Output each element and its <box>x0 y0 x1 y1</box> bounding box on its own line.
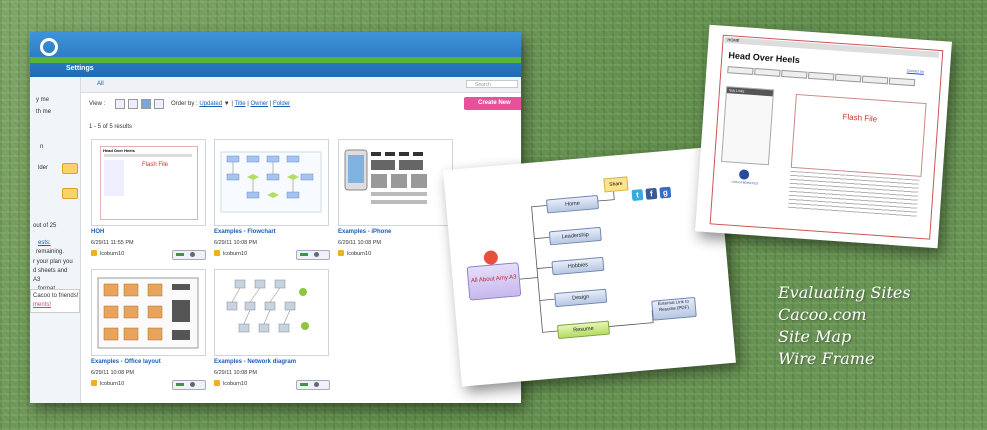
twitter-icon[interactable]: t <box>631 189 644 202</box>
item-date: 6/29/11 10:08 PM <box>91 370 135 376</box>
item-owner: lcoburn10 <box>214 250 247 257</box>
create-new-button[interactable]: Create New <box>464 97 521 110</box>
view-label: View : <box>89 101 106 107</box>
sidebar-text: A3 <box>33 277 41 283</box>
item-title[interactable]: Examples - Flowchart <box>214 229 276 235</box>
sub-links-header: Sub Links <box>726 87 774 97</box>
caption: Evaluating Sites Cacoo.com Site Map Wire… <box>778 282 911 370</box>
item-date: 6/29/11 11:55 PM <box>91 240 134 246</box>
diagram-thumbnail[interactable] <box>214 269 329 356</box>
facebook-icon[interactable]: f <box>645 187 658 200</box>
preview-flash: Flash File <box>142 162 169 168</box>
diagram-thumbnail[interactable] <box>214 139 329 226</box>
item-title[interactable]: Examples - Network diagram <box>214 359 297 365</box>
order-by-label: Order by : <box>171 101 198 107</box>
add-icon[interactable] <box>62 188 78 199</box>
preview-sidebar <box>104 160 124 196</box>
wireframe-card: HOME Head Over Heels Contact Us Sub Link… <box>695 24 952 249</box>
sidebar-text[interactable]: th me <box>36 109 52 115</box>
order-folder-link[interactable]: Folder <box>273 101 291 107</box>
item-title[interactable]: Examples - iPhone <box>338 229 392 235</box>
network-diagram-preview <box>226 279 309 333</box>
diagram-thumbnail[interactable] <box>91 269 206 356</box>
item-title[interactable]: Examples - Office layout <box>91 359 161 365</box>
item-owner: lcoburn10 <box>338 250 371 257</box>
item-actions[interactable] <box>296 250 330 260</box>
sidebar-text: out of 25 <box>33 223 57 229</box>
thumbnail-view-icon[interactable] <box>141 99 151 109</box>
flowchart-preview <box>220 151 322 213</box>
cacoo-logo <box>40 38 58 56</box>
item-date: 6/29/11 10:08 PM <box>338 240 382 246</box>
main-content: All Search View : Order by : Updated ▼ |… <box>81 77 521 403</box>
item-actions[interactable] <box>172 380 206 390</box>
cacoo-dashboard-screenshot: Settings y me th me n lder out of 25 est… <box>30 32 521 403</box>
central-node[interactable]: All About Amy A3 <box>466 262 522 301</box>
share-callout[interactable]: Share <box>603 176 629 193</box>
caption-line: Cacoo.com <box>778 305 867 324</box>
diagram-thumbnail[interactable] <box>338 139 453 226</box>
user-icon <box>91 250 97 256</box>
all-folder-link[interactable]: All <box>97 81 104 87</box>
large-view-icon[interactable] <box>154 99 164 109</box>
order-updated-link[interactable]: Updated <box>199 101 223 107</box>
site-map-connectors <box>519 189 654 333</box>
usa-gymnastics-logo: USA GYMNASTICS <box>731 169 758 187</box>
invite-box[interactable]: Cacoo to friends! ments! <box>30 289 80 313</box>
caption-line: Site Map <box>778 327 852 346</box>
diagram-thumbnail[interactable]: Head Over Heels Flash File <box>91 139 206 226</box>
user-icon <box>214 380 220 386</box>
item-actions[interactable] <box>172 250 206 260</box>
sidebar-text: n <box>40 144 44 150</box>
item-date: 6/29/11 10:08 PM <box>214 240 258 246</box>
office-layout-preview <box>97 277 199 349</box>
flash-file-label: Flash File <box>842 112 878 124</box>
google-icon[interactable]: g <box>659 186 672 199</box>
add-folder-icon[interactable] <box>62 163 78 174</box>
nav-bar <box>30 57 521 63</box>
item-owner: lcoburn10 <box>91 250 124 257</box>
detail-view-icon[interactable] <box>128 99 138 109</box>
top-bar <box>30 32 521 77</box>
invite-text[interactable]: Cacoo to friends! <box>33 293 79 299</box>
sidebar-text: d sheets and <box>33 268 68 274</box>
item-title[interactable]: HOH <box>91 229 105 235</box>
sidebar-text[interactable]: y me <box>36 97 50 103</box>
preview-title: Head Over Heels <box>103 148 135 153</box>
item-date: 6/29/11 10:08 PM <box>214 370 258 376</box>
invite-link[interactable]: ments! <box>33 302 52 308</box>
user-icon <box>214 250 220 256</box>
sidebar-link[interactable]: ests: <box>38 240 51 246</box>
item-owner: lcoburn10 <box>214 380 247 387</box>
folder-bar: All Search <box>81 77 521 93</box>
sidebar-text: r your plan you <box>33 259 73 265</box>
order-by: Order by : Updated ▼ | Title | Owner | F… <box>171 101 291 107</box>
caption-line: Wire Frame <box>778 349 875 368</box>
user-icon <box>91 380 97 386</box>
item-actions[interactable] <box>296 380 330 390</box>
site-map-card: All About Amy A3 Home Leadership Hobbies… <box>443 146 736 387</box>
left-sidebar: y me th me n lder out of 25 ests: remain… <box>30 77 81 403</box>
settings-tab[interactable]: Settings <box>66 65 94 72</box>
order-owner-link[interactable]: Owner <box>250 101 269 107</box>
external-link-node[interactable]: External Link to Resume (PDF) <box>651 296 697 321</box>
results-count: 1 - 5 of 5 results <box>89 124 133 130</box>
sidebar-text[interactable]: lder <box>38 165 49 171</box>
search-input[interactable]: Search <box>466 80 518 88</box>
wireframe-sidebar: Sub Links <box>720 86 775 166</box>
item-owner: lcoburn10 <box>91 380 124 387</box>
flash-file-placeholder: Flash File <box>790 93 927 177</box>
order-title-link[interactable]: Title <box>234 101 246 107</box>
list-view-icon[interactable] <box>115 99 125 109</box>
caption-line: Evaluating Sites <box>778 283 911 302</box>
user-icon <box>338 250 344 256</box>
iphone-preview <box>344 149 427 204</box>
preview-nav <box>104 154 192 157</box>
sidebar-text: remaining. <box>36 249 65 255</box>
